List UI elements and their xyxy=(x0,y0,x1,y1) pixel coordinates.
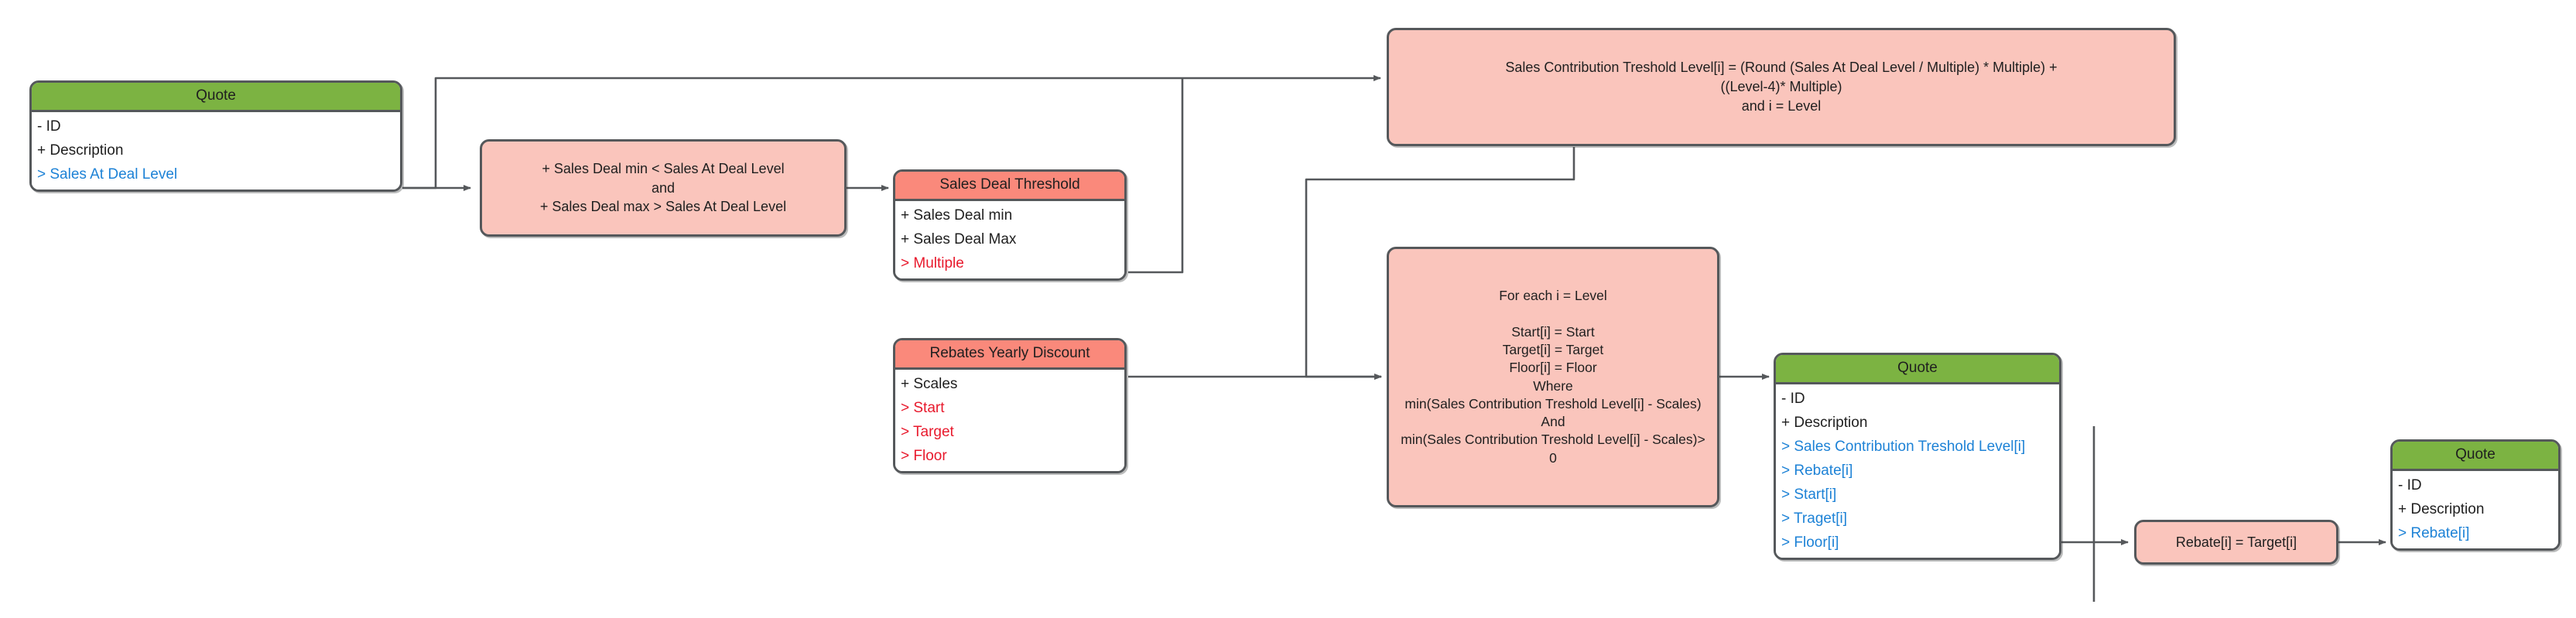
quote-result-title: Quote xyxy=(1776,355,2059,384)
sales-deal-threshold-row-min: + Sales Deal min xyxy=(901,207,1013,224)
rebate-assignment-text: Rebate[i] = Target[i] xyxy=(2175,534,2297,550)
quote-final-row-rebate[interactable]: > Rebate[i] xyxy=(2398,524,2470,541)
rebates-row-floor[interactable]: > Floor xyxy=(901,447,947,464)
quote-result-row-id: - ID xyxy=(1781,390,1805,407)
node-threshold-formula[interactable]: Sales Contribution Treshold Level[i] = (… xyxy=(1387,28,2176,146)
rebates-yearly-discount-rows: + Scales > Start > Target > Floor xyxy=(895,369,1124,471)
rebates-row-scales: + Scales xyxy=(901,375,958,392)
sales-deal-threshold-rows: + Sales Deal min + Sales Deal Max > Mult… xyxy=(895,200,1124,278)
quote-source-row-description: + Description xyxy=(37,142,124,159)
quote-result-row-sales-contribution-treshold-level[interactable]: > Sales Contribution Treshold Level[i] xyxy=(1781,438,2026,455)
rebates-yearly-discount-title: Rebates Yearly Discount xyxy=(895,340,1124,370)
quote-result-row-rebate[interactable]: > Rebate[i] xyxy=(1781,462,1853,479)
quote-source-title: Quote xyxy=(32,83,400,112)
quote-result-row-start[interactable]: > Start[i] xyxy=(1781,486,1837,503)
node-quote-final[interactable]: Quote - ID + Description > Rebate[i] xyxy=(2390,439,2561,551)
deal-condition-text: + Sales Deal min < Sales At Deal Level a… xyxy=(539,160,787,215)
node-rebate-assignment[interactable]: Rebate[i] = Target[i] xyxy=(2134,520,2338,565)
quote-result-row-traget[interactable]: > Traget[i] xyxy=(1781,510,1848,527)
node-sales-deal-threshold[interactable]: Sales Deal Threshold + Sales Deal min + … xyxy=(893,169,1127,281)
quote-final-row-description: + Description xyxy=(2398,500,2485,517)
quote-source-row-id: - ID xyxy=(37,118,61,135)
quote-result-row-description: + Description xyxy=(1781,414,1868,431)
quote-result-rows: - ID + Description > Sales Contribution … xyxy=(1776,384,2059,558)
rebates-row-target[interactable]: > Target xyxy=(901,423,954,440)
sales-deal-threshold-title: Sales Deal Threshold xyxy=(895,172,1124,201)
sales-deal-threshold-row-multiple[interactable]: > Multiple xyxy=(901,254,964,271)
quote-source-rows: - ID + Description > Sales At Deal Level xyxy=(32,111,400,189)
node-for-each-level[interactable]: For each i = Level Start[i] = Start Targ… xyxy=(1387,247,1719,507)
edge-multiple-to-threshold-formula xyxy=(1128,78,1184,274)
node-quote-source[interactable]: Quote - ID + Description > Sales At Deal… xyxy=(29,80,402,192)
sales-deal-threshold-row-max: + Sales Deal Max xyxy=(901,230,1017,248)
node-deal-condition[interactable]: + Sales Deal min < Sales At Deal Level a… xyxy=(480,139,847,237)
for-each-level-text: For each i = Level Start[i] = Start Targ… xyxy=(1401,288,1705,466)
quote-final-title: Quote xyxy=(2393,442,2558,471)
node-rebates-yearly-discount[interactable]: Rebates Yearly Discount + Scales > Start… xyxy=(893,338,1127,473)
node-quote-result[interactable]: Quote - ID + Description > Sales Contrib… xyxy=(1774,353,2061,560)
quote-result-row-floor[interactable]: > Floor[i] xyxy=(1781,534,1839,551)
quote-final-row-id: - ID xyxy=(2398,476,2422,493)
rebates-row-start[interactable]: > Start xyxy=(901,399,945,416)
quote-final-rows: - ID + Description > Rebate[i] xyxy=(2393,470,2558,548)
quote-source-row-sales-at-deal-level[interactable]: > Sales At Deal Level xyxy=(37,166,178,183)
threshold-formula-text: Sales Contribution Treshold Level[i] = (… xyxy=(1505,60,2058,114)
